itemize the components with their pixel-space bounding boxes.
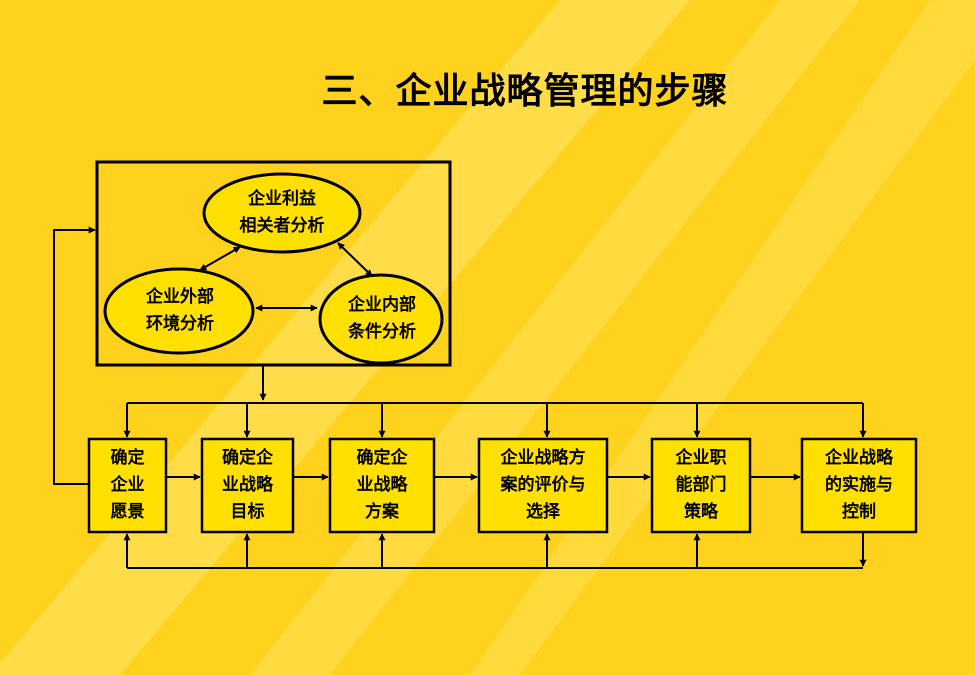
step-box-1 <box>87 437 168 534</box>
arrow-stakeholder-external <box>199 246 241 271</box>
feedback-loop-line <box>53 226 96 485</box>
step-box-2 <box>200 437 295 534</box>
arrow-stakeholder-internal <box>337 242 373 277</box>
step-box-3 <box>328 437 436 534</box>
stakeholder-analysis-label: 企业利益 相关者分析 <box>239 189 325 236</box>
step-box-5 <box>650 437 752 534</box>
step-label-3: 确定企 业战略 方案 <box>356 448 408 522</box>
step-label-5: 企业职 能部门 策略 <box>675 448 727 522</box>
step-label-2: 确定企 业战略 目标 <box>222 448 273 522</box>
step-box-6 <box>800 437 918 534</box>
step-label-4: 企业战略方 案的评价与 选择 <box>500 448 586 522</box>
page-title: 三、企业战略管理的步骤 <box>321 71 729 112</box>
internal-analysis-label: 企业内部 条件分析 <box>348 295 416 342</box>
external-analysis-ellipse <box>103 267 255 355</box>
stakeholder-analysis-ellipse <box>202 172 362 254</box>
internal-analysis-ellipse <box>318 273 444 365</box>
step-box-4 <box>477 437 609 534</box>
step-label-1: 确定 企业 愿景 <box>110 448 145 522</box>
external-analysis-label: 企业外部 环境分析 <box>146 287 214 334</box>
analysis-group-box <box>95 160 452 367</box>
step-label-6: 企业战略 的实施与 控制 <box>825 448 893 522</box>
